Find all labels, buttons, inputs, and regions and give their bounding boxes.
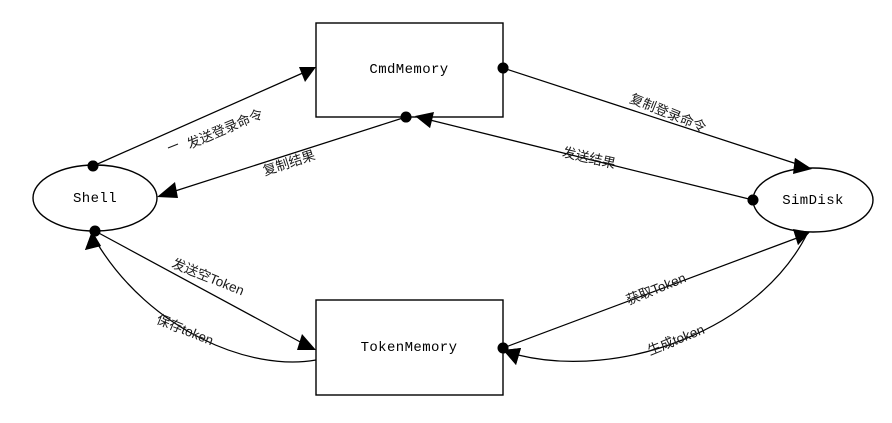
node-shell[interactable]: Shell bbox=[32, 164, 158, 232]
shell-incoming-arrowhead bbox=[85, 231, 101, 250]
simdisk-incoming-arrowhead bbox=[793, 158, 812, 174]
edge-line bbox=[502, 67, 801, 166]
edge-label-send-result: 发送结果 bbox=[561, 145, 617, 172]
edge-generate-token[interactable]: 生成token bbox=[503, 231, 809, 365]
edge-send-login-command[interactable]: 发送登录命令 bbox=[87, 67, 317, 172]
edge-label-copy-result: 复制结果 bbox=[261, 146, 318, 178]
node-cmdmemory-label: CmdMemory bbox=[369, 62, 448, 78]
edge-label-leader bbox=[167, 143, 179, 149]
edge-line bbox=[429, 119, 754, 201]
edge-arrowhead bbox=[299, 67, 316, 82]
edge-copy-login-command[interactable]: 复制登录命令 bbox=[497, 62, 813, 175]
edge-label-generate-token: 生成token bbox=[645, 322, 706, 358]
cmdmemory-right-connector-dot bbox=[497, 62, 509, 74]
cmdmemory-incoming-arrowhead bbox=[415, 112, 434, 128]
simdisk-incoming-arrowhead-2 bbox=[793, 229, 810, 245]
edge-send-result[interactable]: 发送结果 bbox=[415, 112, 759, 206]
edge-line bbox=[96, 242, 317, 363]
edge-label-save-token: 保存token bbox=[154, 312, 215, 348]
node-simdisk-label: SimDisk bbox=[782, 193, 844, 209]
edge-label-send-login-command: 发送登录命令 bbox=[184, 105, 265, 152]
node-tokenmemory-label: TokenMemory bbox=[361, 340, 458, 356]
tokenmemory-incoming-arrowhead bbox=[503, 348, 521, 365]
edge-copy-result[interactable]: 复制结果 bbox=[157, 111, 412, 199]
edge-arrowhead bbox=[297, 334, 316, 350]
edge-label-get-token: 获取Token bbox=[624, 270, 688, 308]
node-cmdmemory-shape bbox=[315, 22, 504, 118]
node-cmdmemory[interactable]: CmdMemory bbox=[315, 22, 504, 118]
node-simdisk[interactable]: SimDisk bbox=[752, 167, 874, 233]
edge-save-token[interactable]: 保存token bbox=[85, 231, 317, 363]
shell-top-connector-dot bbox=[87, 160, 99, 172]
node-tokenmemory-shape bbox=[315, 299, 504, 396]
edge-arrowhead bbox=[157, 182, 178, 198]
node-tokenmemory[interactable]: TokenMemory bbox=[315, 299, 504, 396]
simdisk-left-connector-dot bbox=[747, 194, 759, 206]
edge-line bbox=[92, 71, 306, 167]
connector-dots-overlay bbox=[85, 62, 812, 365]
cmdmemory-bottom-connector-dot bbox=[400, 111, 412, 123]
edge-line bbox=[502, 237, 798, 349]
edge-line bbox=[94, 230, 305, 345]
edge-line bbox=[171, 116, 407, 193]
edge-line bbox=[517, 231, 809, 362]
node-shell-label: Shell bbox=[73, 191, 117, 207]
